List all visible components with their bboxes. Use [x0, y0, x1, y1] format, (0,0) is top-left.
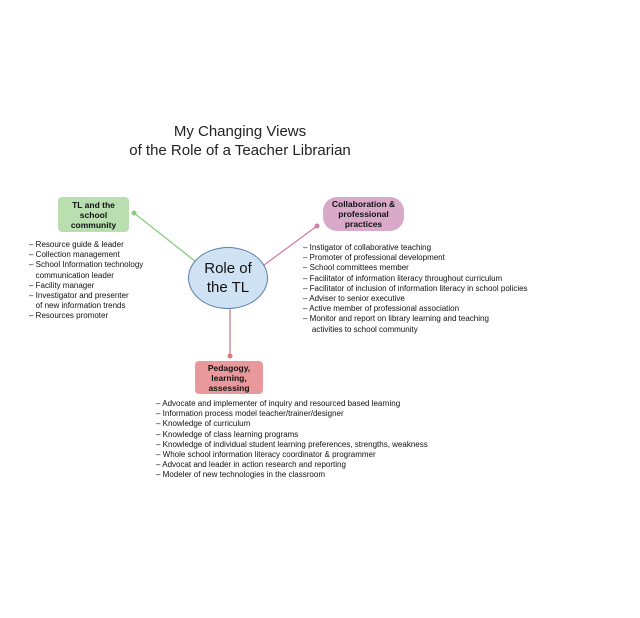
list-item: – Facility manager: [29, 280, 95, 290]
list-item: – Active member of professional associat…: [303, 304, 460, 314]
list-item: – Knowledge of curriculum: [156, 419, 251, 429]
connector-collaboration-dot: [314, 223, 320, 229]
list-item: – Resource guide & leader: [29, 240, 124, 249]
title-line-2: of the Role of a Teacher Librarian: [129, 142, 351, 159]
central-node-label: Role of the TL: [204, 260, 252, 296]
connector-collaboration: [259, 225, 318, 269]
list-item: – Modeler of new technologies in the cla…: [156, 470, 325, 480]
list-item: – Whole school information literacy coor…: [156, 450, 376, 460]
list-item: – School Information technology: [29, 260, 144, 270]
list-item: – Adviser to senior executive: [303, 294, 405, 304]
list-item: activities to school community: [303, 324, 418, 334]
list-item: – Promoter of professional development: [303, 253, 445, 263]
list-item: – Information process model teacher/trai…: [156, 409, 344, 419]
list-item: – Resources promoter: [29, 311, 109, 321]
collaboration-item-list: – Instigator of collaborative teaching –…: [303, 243, 528, 335]
connector-community-dot: [131, 210, 137, 216]
branch-node-collaboration-label: Collaboration & professional practices: [331, 199, 396, 229]
diagram-title: My Changing Views of the Role of a Teach…: [90, 122, 390, 160]
branch-node-pedagogy: Pedagogy, learning, assessing: [195, 361, 263, 394]
list-item: – Instigator of collaborative teaching: [303, 243, 432, 252]
list-item: – School committees member: [303, 263, 409, 273]
branch-node-community-label: TL and the school community: [70, 199, 117, 230]
list-item: of new information trends: [29, 301, 126, 311]
list-item: – Collection management: [29, 250, 120, 260]
list-item: – Advocat and leader in action research …: [156, 460, 346, 470]
community-item-list: – Resource guide & leader – Collection m…: [29, 240, 143, 322]
list-item: – Investigator and presenter: [29, 291, 129, 301]
list-item: – Knowledge of individual student learni…: [156, 439, 428, 449]
connector-pedagogy-dot: [227, 353, 233, 359]
branch-node-community: TL and the school community: [58, 197, 129, 232]
title-line-1: My Changing Views: [173, 123, 307, 140]
list-item: – Facilitator of inclusion of informatio…: [303, 283, 528, 293]
list-item: – Knowledge of class learning programs: [156, 429, 299, 439]
central-node: Role of the TL: [188, 247, 268, 309]
connector-community: [133, 212, 201, 266]
branch-node-pedagogy-label: Pedagogy, learning, assessing: [207, 362, 251, 393]
list-item: – Facilitator of information literacy th…: [303, 273, 503, 283]
branch-node-collaboration: Collaboration & professional practices: [323, 197, 404, 231]
list-item: communication leader: [29, 270, 114, 280]
list-item: – Monitor and report on library learning…: [303, 314, 489, 324]
list-item: – Advocate and implementer of inquiry an…: [156, 399, 401, 408]
pedagogy-item-list: – Advocate and implementer of inquiry an…: [156, 399, 428, 481]
